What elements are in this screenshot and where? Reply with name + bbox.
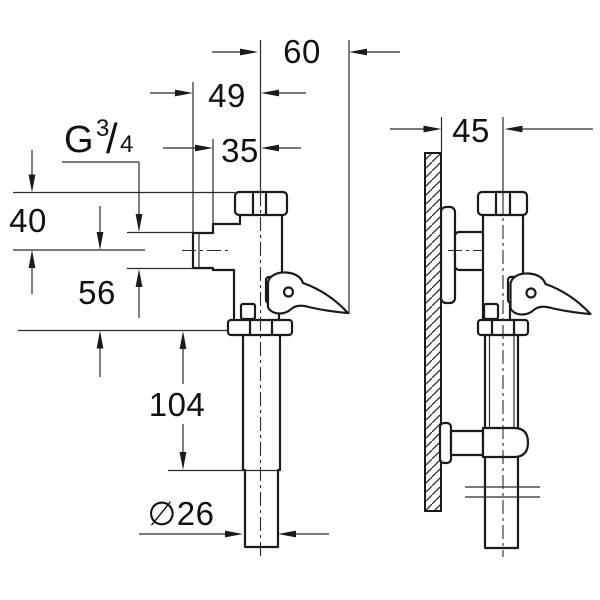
- dimension-40: 40: [9, 150, 47, 294]
- front-view: 60 49 35 G 3 / 4: [9, 33, 400, 556]
- thread-label-sub: 4: [120, 131, 133, 158]
- centerlines-side: [448, 117, 504, 557]
- pipe-bracket-arm: [449, 429, 485, 457]
- dim-35-label: 35: [221, 132, 259, 169]
- thread-label-g: G: [64, 119, 94, 161]
- dim-104-label: 104: [149, 386, 206, 423]
- wall-hatch: [424, 152, 442, 512]
- thread-label-slash: /: [106, 115, 118, 162]
- dimension-56: 56: [78, 206, 116, 377]
- dimension-dia26: ∅26: [139, 495, 329, 538]
- dimension-35: 35: [163, 132, 301, 169]
- dimension-45: 45: [390, 112, 593, 152]
- valve-side: [438, 190, 592, 550]
- valve-front: [191, 190, 350, 549]
- lever-pivot-side: [525, 287, 537, 299]
- thread-label-sup: 3: [96, 115, 109, 142]
- dimension-104: 104: [149, 331, 206, 470]
- wall-flange-side: [439, 205, 457, 305]
- side-view: 45: [390, 112, 593, 557]
- dim-49-label: 49: [208, 77, 246, 114]
- flush-lever-side: [509, 272, 592, 316]
- flush-pipe-upper-front: [241, 332, 282, 472]
- dim-40-label: 40: [9, 202, 47, 239]
- dim-60-label: 60: [283, 33, 321, 70]
- pipe-bracket-plate: [438, 421, 453, 465]
- service-screw-front: [239, 302, 257, 321]
- flush-lever-front: [266, 271, 350, 315]
- centerlines-front: [182, 192, 262, 556]
- service-screw-side: [482, 302, 500, 321]
- wall-section: [424, 152, 442, 512]
- dim-dia26-label: ∅26: [148, 495, 215, 532]
- lever-pivot-front: [282, 286, 295, 298]
- thread-callout-g34: G 3 / 4: [62, 115, 143, 318]
- dimension-49: 49: [150, 77, 306, 114]
- dim-56-label: 56: [78, 274, 116, 311]
- extension-lines-front: [13, 40, 350, 472]
- flush-pipe-lower-front: [243, 468, 280, 549]
- dimension-60: 60: [212, 33, 400, 70]
- pipe-sleeve: [481, 426, 530, 459]
- dim-45-label: 45: [452, 112, 490, 149]
